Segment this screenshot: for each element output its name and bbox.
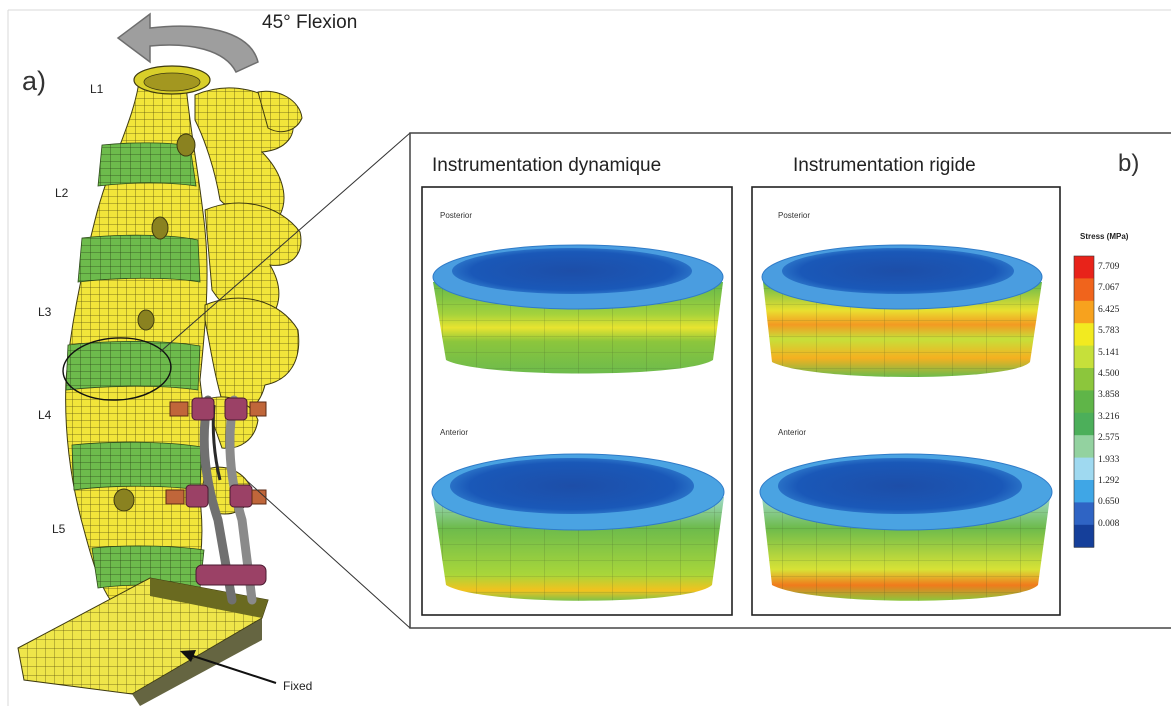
legend-swatch bbox=[1074, 300, 1094, 324]
stress-legend-bar bbox=[1073, 255, 1095, 548]
legend-swatch bbox=[1074, 256, 1094, 279]
legend-value: 5.783 bbox=[1098, 326, 1120, 337]
panel-title-rigid: Instrumentation rigide bbox=[793, 155, 976, 176]
legend-swatch bbox=[1074, 278, 1094, 302]
legend-value: 1.292 bbox=[1098, 475, 1120, 486]
legend-value: 3.858 bbox=[1098, 390, 1120, 401]
legend-swatch bbox=[1074, 323, 1094, 347]
fixed-label: Fixed bbox=[283, 679, 313, 693]
panel-b-label: b) bbox=[1118, 150, 1140, 177]
legend-value: 7.067 bbox=[1098, 283, 1120, 294]
vertebra-label-l5: L5 bbox=[52, 522, 66, 536]
legend-swatch bbox=[1074, 368, 1094, 391]
panel-a-label: a) bbox=[22, 66, 47, 96]
vertebra-label-l1: L1 bbox=[90, 82, 104, 96]
view-label-posterior-dynamic: Posterior bbox=[440, 211, 473, 220]
legend-value: 0.650 bbox=[1098, 497, 1120, 508]
spine-model bbox=[17, 65, 303, 706]
view-label-anterior-dynamic: Anterior bbox=[440, 428, 469, 437]
flexion-arrow-icon bbox=[116, 12, 259, 73]
disc-rigid-posterior bbox=[761, 244, 1043, 377]
legend-value: 0.008 bbox=[1098, 518, 1120, 529]
legend-value: 4.500 bbox=[1098, 368, 1120, 379]
legend-swatch bbox=[1074, 457, 1094, 481]
legend-swatch bbox=[1074, 524, 1094, 548]
disc-dynamic-posterior bbox=[432, 244, 724, 374]
implant bbox=[165, 395, 267, 605]
legend-swatch bbox=[1074, 390, 1094, 414]
legend-value: 1.933 bbox=[1098, 454, 1120, 465]
legend-value: 7.709 bbox=[1098, 262, 1120, 272]
legend-swatch bbox=[1074, 412, 1094, 436]
legend-title: Stress (MPa) bbox=[1080, 232, 1129, 241]
panel-b-box bbox=[409, 132, 1171, 629]
legend-swatch bbox=[1074, 480, 1094, 503]
panel-title-dynamic: Instrumentation dynamique bbox=[432, 155, 662, 176]
disc-dynamic-anterior bbox=[431, 453, 725, 601]
legend-value: 2.575 bbox=[1098, 433, 1120, 444]
vertebra-label-l2: L2 bbox=[55, 186, 69, 200]
view-label-posterior-rigid: Posterior bbox=[778, 211, 811, 220]
highlight-ellipse bbox=[62, 337, 172, 401]
vertebra-label-l3: L3 bbox=[38, 305, 52, 319]
fixed-arrow-icon bbox=[180, 650, 277, 684]
legend-value: 5.141 bbox=[1098, 347, 1120, 358]
legend-value: 6.425 bbox=[1098, 304, 1120, 315]
legend-swatch bbox=[1074, 435, 1094, 459]
flexion-label: 45° Flexion bbox=[262, 12, 358, 33]
legend-swatch bbox=[1074, 502, 1094, 526]
view-label-anterior-rigid: Anterior bbox=[778, 428, 807, 437]
legend-swatch bbox=[1074, 345, 1094, 369]
legend-value: 3.216 bbox=[1098, 411, 1120, 422]
vertebra-label-l4: L4 bbox=[38, 408, 52, 422]
disc-rigid-anterior bbox=[759, 453, 1053, 601]
